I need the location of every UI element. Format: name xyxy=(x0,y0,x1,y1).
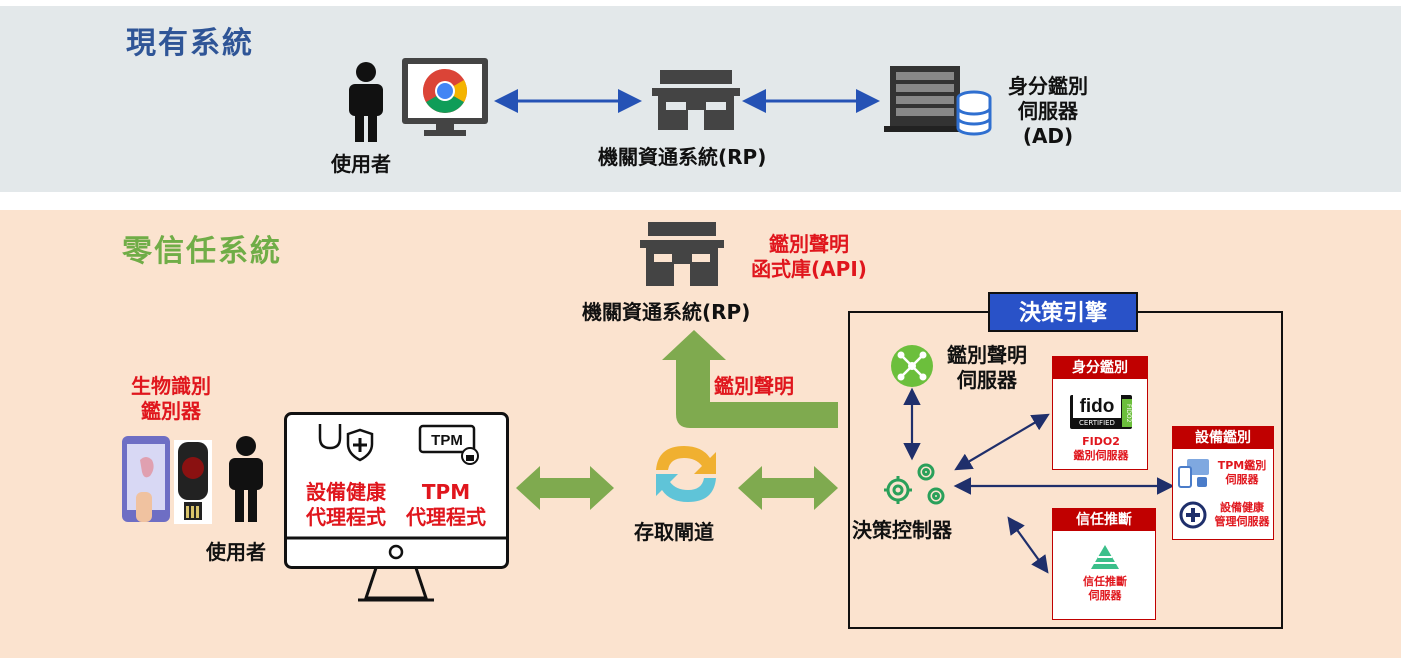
assertion-server-line-1: 鑑別聲明 xyxy=(947,343,1027,367)
fido-server-label: FIDO2 鑑別伺服器 xyxy=(1053,435,1149,464)
current-system-title: 現有系統 xyxy=(126,26,254,61)
server-rack-icon xyxy=(884,66,992,136)
identity-auth-box: 身分鑑別 fido CERTIFIED FIDO2 FIDO2 鑑別伺服器 xyxy=(1052,356,1148,470)
fido-certified-text: CERTIFIED xyxy=(1079,419,1115,427)
trust-server-line-2: 伺服器 xyxy=(1088,589,1122,603)
monitor-gateway-arrow xyxy=(516,466,614,510)
svg-text:TPM: TPM xyxy=(431,432,463,449)
device-auth-box: 設備鑑別 TPM鑑別 伺服器 設備健康 管理伺服器 xyxy=(1172,426,1274,540)
tpm-server-label: TPM鑑別 伺服器 xyxy=(1211,459,1273,488)
fido-server-line-2: 鑑別伺服器 xyxy=(1073,449,1129,463)
assertion-arrow-label: 鑑別聲明 xyxy=(714,374,794,398)
tpm-server-line-2: 伺服器 xyxy=(1225,473,1259,487)
health-server-line-1: 設備健康 xyxy=(1220,501,1264,514)
ad-server-label: 身分鑑別 伺服器 (AD) xyxy=(998,74,1098,149)
chrome-icon xyxy=(423,69,467,113)
security-key-icon xyxy=(174,440,212,524)
bottom-rp-label: 機關資通系統(RP) xyxy=(582,300,751,324)
phone-fingerprint-icon xyxy=(122,436,170,522)
pyramid-icon xyxy=(1091,545,1119,569)
biometric-devices xyxy=(122,436,263,524)
tpm-chip-icon: TPM xyxy=(418,424,479,465)
health-server-label: 設備健康 管理伺服器 xyxy=(1209,501,1275,530)
assertion-return-arrow xyxy=(662,330,838,428)
top-rp-label: 機關資通系統(RP) xyxy=(598,145,767,169)
tpm-server-line-1: TPM鑑別 xyxy=(1217,459,1267,472)
building-icon xyxy=(652,70,740,130)
health-plus-icon xyxy=(1179,501,1207,529)
api-line-1: 鑑別聲明 xyxy=(769,232,849,256)
stethoscope-shield-icon xyxy=(318,424,374,462)
top-user-label: 使用者 xyxy=(331,152,391,176)
biometric-line-2: 鑑別器 xyxy=(141,399,201,423)
ad-label-line-3: (AD) xyxy=(1022,124,1074,148)
tpm-agent-line-1: TPM xyxy=(421,480,471,504)
assertion-server-icon xyxy=(891,345,933,387)
assertion-server-label: 鑑別聲明 伺服器 xyxy=(942,343,1032,393)
health-server-line-2: 管理伺服器 xyxy=(1214,515,1270,529)
fido-side-text: FIDO2 xyxy=(1122,399,1132,427)
assertion-server-line-2: 伺服器 xyxy=(957,368,1017,392)
ad-label-line-1: 身分鑑別 xyxy=(1008,74,1088,98)
biometric-label: 生物識別 鑑別器 xyxy=(116,374,226,424)
trust-server-line-1: 信任推斷 xyxy=(1083,575,1127,588)
bottom-user-label: 使用者 xyxy=(206,540,266,564)
device-agent-line-1: 設備健康 xyxy=(306,480,386,504)
api-line-2: 函式庫(API) xyxy=(751,257,867,281)
zero-trust-title: 零信任系統 xyxy=(122,234,282,269)
user-silhouette-icon xyxy=(349,62,383,142)
trust-inference-title: 信任推斷 xyxy=(1053,509,1155,531)
biometric-line-1: 生物識別 xyxy=(131,374,211,398)
device-agent-line-2: 代理程式 xyxy=(306,505,386,529)
fido-server-line-1: FIDO2 xyxy=(1082,435,1120,448)
fido-logo-text: fido xyxy=(1073,395,1121,418)
fido-logo: fido CERTIFIED FIDO2 xyxy=(1070,395,1132,429)
browser-monitor-icon xyxy=(402,58,488,136)
tpm-agent-line-2: 代理程式 xyxy=(406,505,486,529)
database-icon xyxy=(956,90,992,136)
devices-icon xyxy=(1178,459,1209,488)
gears-icon xyxy=(884,463,945,505)
user-silhouette-icon xyxy=(229,436,263,522)
trust-server-label: 信任推斷 伺服器 xyxy=(1053,575,1157,604)
identity-auth-title: 身分鑑別 xyxy=(1053,357,1147,379)
device-agent-label: 設備健康 代理程式 xyxy=(298,480,394,530)
workstation-monitor: TPM xyxy=(284,412,509,602)
ad-label-line-2: 伺服器 xyxy=(1018,99,1078,123)
refresh-gateway-icon xyxy=(656,446,716,502)
gateway-engine-arrow xyxy=(738,466,838,510)
assertion-api-label: 鑑別聲明 函式庫(API) xyxy=(744,232,874,282)
tpm-agent-label: TPM 代理程式 xyxy=(398,480,494,530)
device-auth-title: 設備鑑別 xyxy=(1173,427,1273,449)
gateway-label: 存取閘道 xyxy=(634,520,714,544)
controller-label: 決策控制器 xyxy=(852,518,952,542)
building-icon-bottom xyxy=(640,222,724,286)
decision-engine-title: 決策引擎 xyxy=(988,292,1138,332)
trust-inference-box: 信任推斷 信任推斷 伺服器 xyxy=(1052,508,1156,620)
